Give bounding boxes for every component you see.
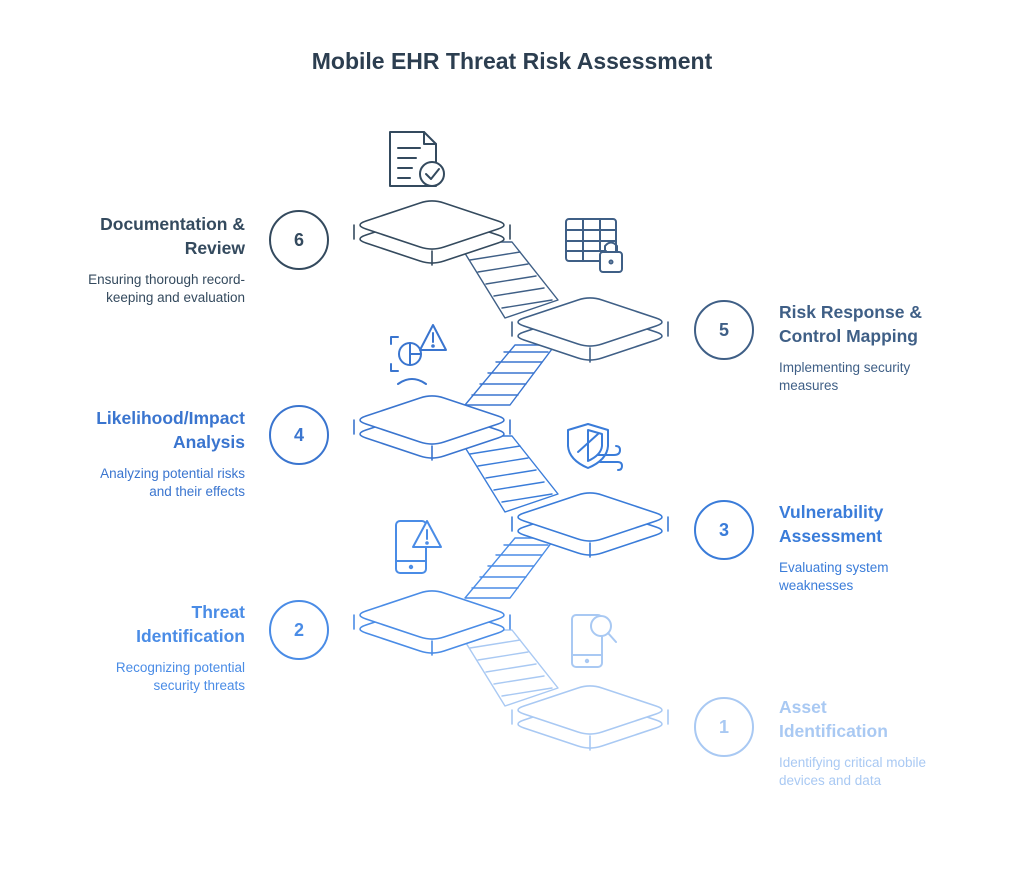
step-2-description: Recognizing potential security threats [55, 659, 245, 695]
risk-analysis-icon [390, 324, 447, 385]
stair-2-3 [464, 537, 556, 599]
step-5-title-line2: Control Mapping [779, 326, 919, 346]
smartphone-alert-icon [395, 520, 442, 574]
landing-platform-2 [353, 590, 511, 656]
step-5-title: Risk Response & Control Mapping [779, 300, 989, 348]
document-check-icon [389, 131, 445, 187]
shield-wind-icon [567, 423, 623, 471]
step-4-desc-line2: and their effects [149, 484, 245, 499]
step-2-number: 2 [294, 620, 304, 640]
landing-platform-6 [353, 200, 511, 266]
step-2-desc-line2: security threats [153, 678, 245, 693]
step-6-desc-line2: keeping and evaluation [106, 290, 245, 305]
step-4-number-badge: 4 [269, 405, 329, 465]
stair-5-6 [457, 241, 559, 319]
step-1-title-line1: Asset [779, 697, 827, 717]
step-5-desc-line1: Implementing security [779, 360, 911, 375]
stair-3-4 [457, 435, 559, 513]
step-5-title-line1: Risk Response & [779, 302, 922, 322]
table-lock-icon [565, 218, 623, 273]
step-6-desc-line1: Ensuring thorough record- [88, 272, 245, 287]
step-3-number: 3 [719, 520, 729, 540]
landing-platform-3 [511, 492, 669, 558]
step-6-number-badge: 6 [269, 210, 329, 270]
step-3-desc-line1: Evaluating system [779, 560, 889, 575]
step-1-title-line2: Identification [779, 721, 888, 741]
step-4-desc-line1: Analyzing potential risks [100, 466, 245, 481]
step-5-description: Implementing security measures [779, 359, 969, 395]
step-3-description: Evaluating system weaknesses [779, 559, 969, 595]
landing-platform-4 [353, 395, 511, 461]
step-3-desc-line2: weaknesses [779, 578, 854, 593]
step-4-title-line1: Likelihood/Impact [96, 408, 245, 428]
step-1-title: Asset Identification [779, 695, 989, 743]
step-6-title-line2: Review [184, 238, 245, 258]
step-4-title-line2: Analysis [173, 432, 245, 452]
step-3-title-line1: Vulnerability [779, 502, 884, 522]
step-1-desc-line1: Identifying critical mobile [779, 755, 927, 770]
step-4-title: Likelihood/Impact Analysis [35, 406, 245, 454]
page-title: Mobile EHR Threat Risk Assessment [311, 48, 713, 74]
step-3-title: Vulnerability Assessment [779, 500, 989, 548]
step-4-description: Analyzing potential risks and their effe… [55, 465, 245, 501]
step-1-number-badge: 1 [694, 697, 754, 757]
step-2-desc-line1: Recognizing potential [115, 660, 245, 675]
step-6-description: Ensuring thorough record- keeping and ev… [55, 271, 245, 307]
step-2-title: Threat Identification [35, 600, 245, 648]
step-5-number: 5 [719, 320, 729, 340]
step-3-title-line2: Assessment [779, 526, 883, 546]
step-1-number: 1 [719, 717, 729, 737]
step-6-title-line1: Documentation & [100, 214, 245, 234]
smartphone-search-icon [571, 614, 617, 668]
step-5-number-badge: 5 [694, 300, 754, 360]
step-2-title-line1: Threat [191, 602, 245, 622]
step-2-title-line2: Identification [136, 626, 245, 646]
step-2-number-badge: 2 [269, 600, 329, 660]
step-6-number: 6 [294, 230, 304, 250]
step-5-desc-line2: measures [779, 378, 839, 393]
step-3-number-badge: 3 [694, 500, 754, 560]
step-4-number: 4 [294, 425, 304, 445]
step-1-description: Identifying critical mobile devices and … [779, 754, 969, 790]
landing-platform-5 [511, 297, 669, 363]
landing-platform-1 [511, 685, 669, 751]
step-6-title: Documentation & Review [35, 212, 245, 260]
stair-4-5 [464, 344, 556, 406]
step-1-desc-line2: devices and data [779, 773, 882, 788]
